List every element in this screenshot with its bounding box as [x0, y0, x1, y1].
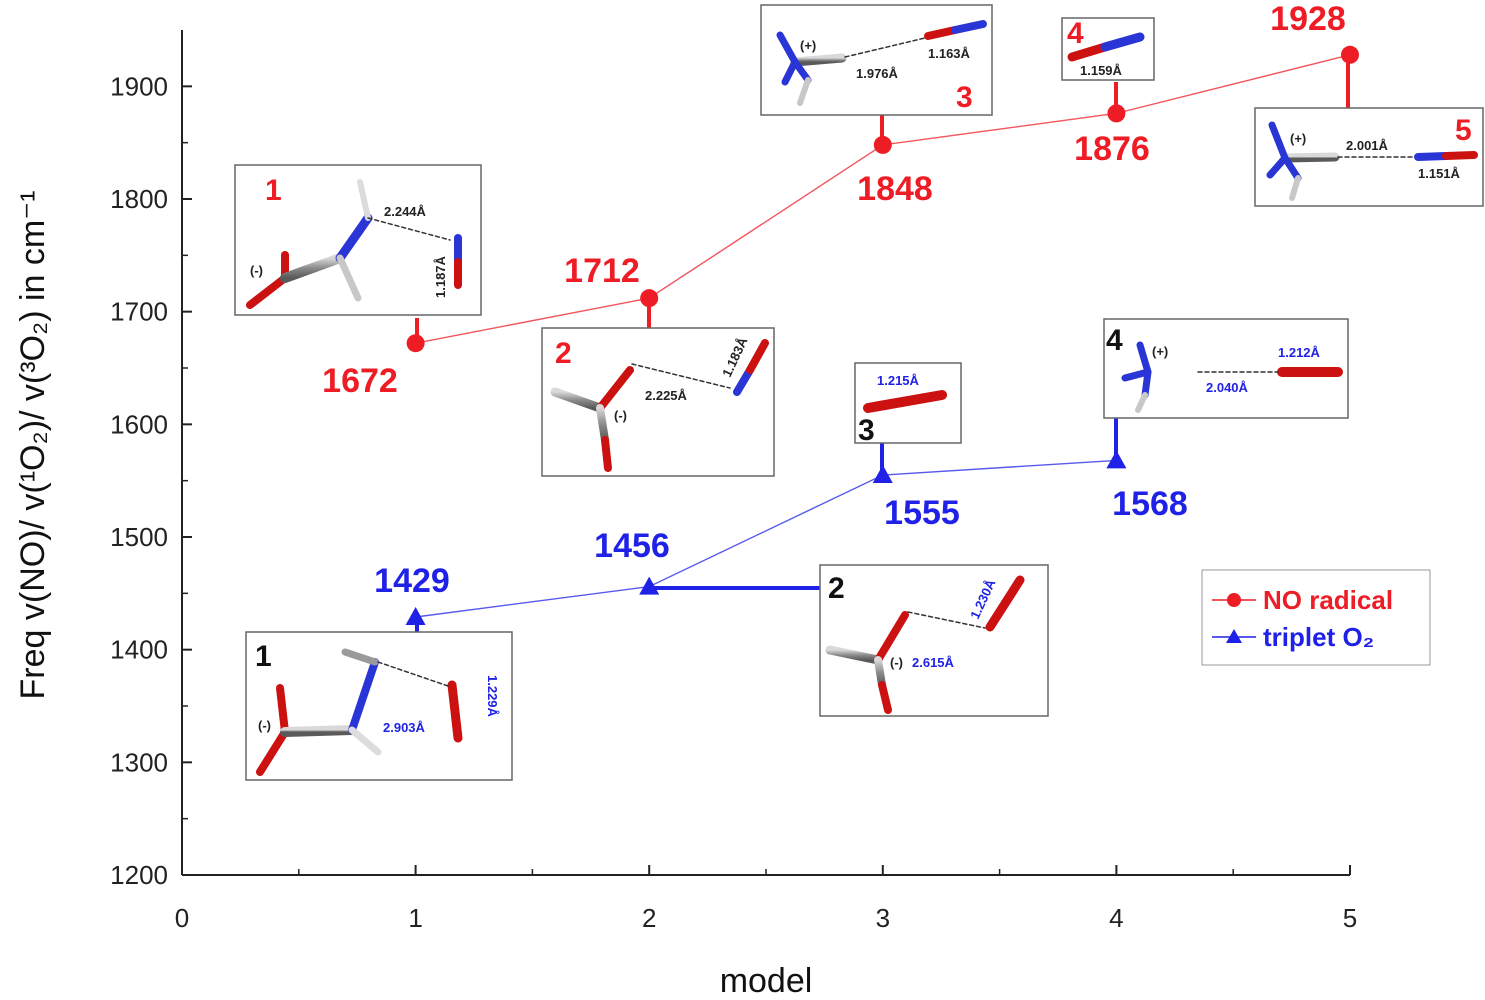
- inset-o2-2: 2 (-) 2.615Å 1.230Å: [819, 564, 1049, 717]
- y-tick-label: 1200: [110, 860, 168, 890]
- axes: 1200 1300 1400 1500 1600 1700 1800 1900 0 1 2 3 4 5: [110, 30, 1357, 933]
- charge-label: (-): [258, 718, 271, 733]
- bond-length-label: 1.151Å: [1418, 166, 1461, 181]
- axis-ticks: [181, 85, 1351, 876]
- legend-marker-circle: [1227, 593, 1241, 607]
- charge-label: (-): [614, 408, 627, 423]
- legend-label: triplet O₂: [1263, 622, 1374, 652]
- bond-length-label: 2.040Å: [1206, 380, 1249, 395]
- bond-length-label: 1.976Å: [856, 66, 899, 81]
- x-tick-label: 5: [1343, 903, 1357, 933]
- y-tick-label: 1700: [110, 297, 168, 327]
- data-point-triplet-o2: [639, 576, 660, 595]
- value-label-o2-2: 1456: [594, 527, 670, 565]
- bond-length-label: 1.163Å: [928, 46, 971, 61]
- y-tick-label: 1600: [110, 409, 168, 439]
- inset-number: 3: [858, 414, 875, 447]
- inset-number: 1: [255, 640, 272, 673]
- data-point-no-radical: [640, 289, 659, 308]
- data-point-no-radical: [873, 135, 892, 154]
- molecule-structure: [1121, 341, 1343, 413]
- inset-number: 3: [956, 81, 973, 114]
- molecule-structure: [256, 648, 463, 776]
- molecule-structure: [825, 575, 1025, 714]
- bond-length-label: 1.215Å: [877, 373, 920, 388]
- legend-label: NO radical: [1263, 585, 1393, 615]
- inset-number: 2: [828, 572, 845, 605]
- charge-label: (+): [800, 38, 816, 53]
- value-labels: 1672 1712 1848 1876 1928 1429 1456 1555 …: [322, 0, 1346, 600]
- data-point-triplet-o2: [1106, 450, 1127, 469]
- bond-length-label: 2.225Å: [645, 388, 688, 403]
- y-tick-label: 1500: [110, 522, 168, 552]
- value-label-no-1: 1672: [322, 362, 398, 400]
- value-label-o2-1: 1429: [374, 562, 450, 600]
- bond-length-label: 2.615Å: [912, 655, 955, 670]
- inset-number: 1: [265, 174, 282, 207]
- bond-length-label: 1.229Å: [485, 675, 500, 718]
- bond-length-label: 2.244Å: [384, 204, 427, 219]
- inset-number: 5: [1455, 114, 1472, 147]
- molecule-structure: [246, 179, 462, 309]
- legend-box: [1201, 569, 1431, 666]
- series-line-triplet-o2: [415, 459, 1117, 618]
- legend-item-no-radical: NO radical: [1212, 585, 1393, 615]
- y-tick-label: 1800: [110, 184, 168, 214]
- charge-label: (-): [890, 655, 903, 670]
- charge-label: (-): [250, 263, 263, 278]
- inset-number: 2: [555, 337, 572, 370]
- legend: NO radical triplet O₂: [1201, 569, 1431, 666]
- charge-label: (+): [1290, 131, 1306, 146]
- bond-length-label: 1.159Å: [1080, 63, 1123, 78]
- bond-length-label: 2.903Å: [383, 720, 426, 735]
- molecule-structure: [1067, 32, 1145, 62]
- inset-number: 4: [1106, 324, 1123, 357]
- inset-o2-1: 1 (-) 2.903Å 1.229Å: [245, 631, 513, 781]
- data-point-no-radical: [406, 334, 425, 353]
- inset-o2-4: 4 (+) 2.040Å 1.212Å: [1103, 318, 1349, 419]
- molecule-structure: [776, 20, 987, 106]
- x-tick-label: 2: [642, 903, 656, 933]
- molecule-structure: [1266, 121, 1478, 201]
- inset-no-5: 5 (+) 2.001Å 1.151Å: [1254, 107, 1484, 207]
- molecule-structure: [550, 339, 769, 472]
- inset-no-3: 3 (+) 1.976Å 1.163Å: [760, 4, 993, 116]
- value-label-no-5: 1928: [1270, 0, 1346, 38]
- value-label-no-3: 1848: [857, 170, 933, 208]
- x-axis-title: model: [720, 962, 813, 1000]
- bond-length-label: 2.001Å: [1346, 138, 1389, 153]
- x-tick-label: 0: [175, 903, 189, 933]
- y-tick-label: 1300: [110, 747, 168, 777]
- axis-tick-labels: 1200 1300 1400 1500 1600 1700 1800 1900 0 1 2 3 4 5: [110, 71, 1357, 933]
- x-tick-label: 1: [408, 903, 422, 933]
- inset-no-1: 1 (-) 2.244Å 1.187Å: [234, 164, 482, 316]
- inset-o2-3: 3 1.215Å: [854, 362, 962, 447]
- x-tick-label: 4: [1109, 903, 1123, 933]
- charge-label: (+): [1152, 344, 1168, 359]
- value-label-o2-4: 1568: [1112, 485, 1188, 523]
- bond-length-label: 1.187Å: [433, 255, 448, 298]
- value-label-no-2: 1712: [564, 252, 640, 290]
- value-label-no-4: 1876: [1074, 130, 1150, 168]
- inset-no-4: 4 1.159Å: [1061, 17, 1155, 81]
- data-point-no-radical: [1107, 104, 1126, 123]
- legend-item-triplet-o2: triplet O₂: [1212, 622, 1374, 652]
- x-tick-label: 3: [876, 903, 890, 933]
- series-layer: [405, 45, 1359, 625]
- legend-marker-triangle: [1226, 629, 1242, 643]
- data-point-no-radical: [1341, 45, 1359, 64]
- y-tick-label: 1400: [110, 635, 168, 665]
- value-label-o2-3: 1555: [884, 494, 960, 532]
- inset-number: 4: [1067, 17, 1084, 50]
- data-point-triplet-o2: [405, 606, 426, 625]
- molecule-structure: [863, 390, 947, 413]
- y-tick-label: 1900: [110, 71, 168, 101]
- y-axis-title: Freq v(NO)/ v(¹O₂)/ v(³O₂) in cm⁻¹: [14, 191, 52, 700]
- data-point-triplet-o2: [872, 465, 893, 484]
- inset-no-2: 2 (-) 2.225Å 1.183Å: [541, 327, 775, 477]
- bond-length-label: 1.212Å: [1278, 345, 1321, 360]
